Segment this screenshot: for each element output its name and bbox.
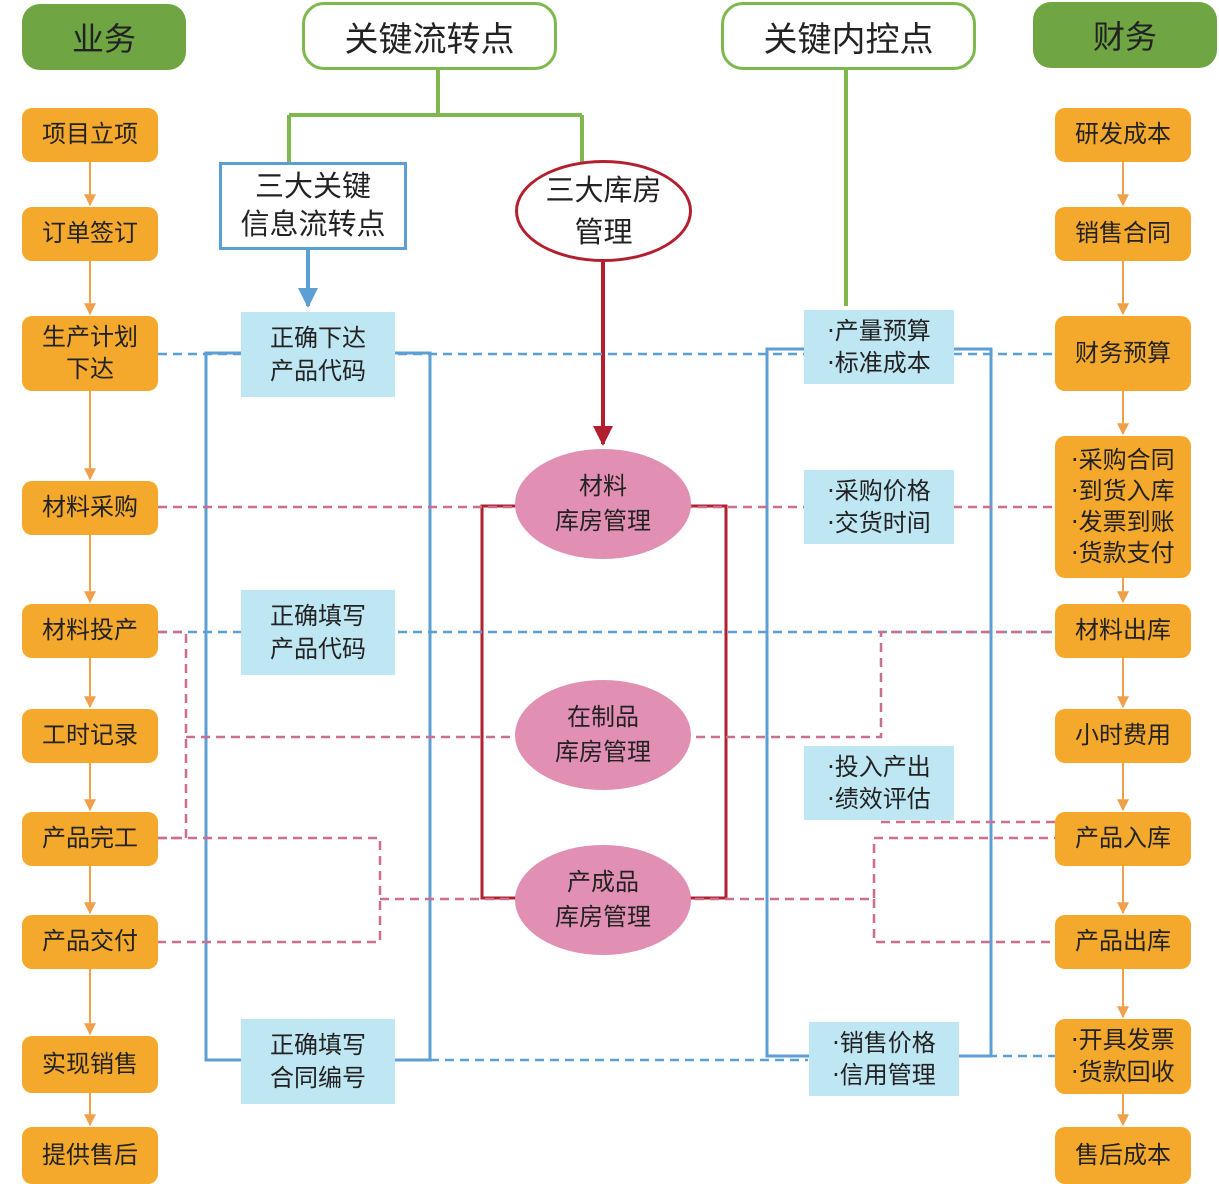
control-point-2-text: ·采购价格: [827, 476, 931, 505]
finance-step-2-text: 销售合同: [1075, 219, 1171, 248]
finance-step-5-text: 材料出库: [1075, 616, 1171, 645]
header-key-flow-text: 关键流转点: [344, 19, 515, 60]
finance-step-8-text: 产品出库: [1075, 927, 1171, 956]
warehouse-2-text: 在制品: [567, 703, 639, 732]
blue-frame-right: [765, 347, 993, 1058]
control-point-4: ·销售价格 ·信用管理: [809, 1022, 959, 1096]
finance-step-4: ·采购合同·到货入库 ·发票到账 ·货款支付: [1055, 436, 1191, 578]
control-point-4-text: ·销售价格: [832, 1028, 936, 1057]
control-point-3-text: ·投入产出: [827, 752, 931, 781]
blue-dashed-links: [158, 352, 1055, 1062]
info-point-1-text: 正确下达: [270, 324, 366, 353]
finance-step-3-text: 财务预算: [1075, 338, 1171, 367]
business-step-3-text: 生产计划: [42, 323, 138, 352]
finance-step-6: 小时费用: [1055, 709, 1191, 763]
finance-step-4-text: ·货款支付: [1071, 539, 1175, 568]
header-business-text: 业务: [71, 20, 136, 58]
warehouse-3-text: 产成品: [567, 868, 639, 897]
warehouse-mgmt-ellipse-text: 管理: [574, 215, 633, 249]
finance-step-10-text: 售后成本: [1075, 1140, 1171, 1169]
finance-step-4-text: ·到货入库: [1071, 476, 1175, 505]
warehouse-1-text: 材料: [579, 472, 627, 501]
business-step-4-text: 材料采购: [42, 493, 138, 522]
finance-step-3: 财务预算: [1055, 316, 1191, 391]
control-point-2: ·采购价格 ·交货时间: [804, 470, 954, 544]
business-step-2: 订单签订: [22, 207, 158, 261]
finance-step-5: 材料出库: [1055, 604, 1191, 658]
finance-step-7-text: 产品入库: [1075, 824, 1171, 853]
warehouse-1-text: 库房管理: [555, 507, 651, 535]
header-key-flow: 关键流转点: [302, 2, 557, 70]
finance-step-4-text: ·发票到账: [1071, 508, 1175, 536]
header-key-control-text: 关键内控点: [763, 19, 934, 60]
info-point-2-text: 产品代码: [270, 634, 366, 663]
info-flow-box-text: 信息流转点: [240, 207, 386, 241]
green-connector: [287, 70, 584, 162]
business-step-5-text: 材料投产: [42, 616, 138, 645]
finance-step-10: 售后成本: [1055, 1127, 1191, 1184]
finance-step-9-text: ·开具发票: [1071, 1026, 1175, 1055]
control-point-4-text: ·信用管理: [832, 1061, 936, 1089]
control-point-3: ·投入产出 ·绩效评估: [804, 746, 954, 820]
business-step-9: 实现销售: [22, 1036, 158, 1093]
info-point-2: 正确填写产品代码: [241, 590, 395, 675]
finance-step-8: 产品出库: [1055, 915, 1191, 969]
control-point-3-text: ·绩效评估: [827, 785, 931, 813]
warehouse-3-text: 库房管理: [555, 903, 651, 931]
business-step-1-text: 项目立项: [42, 120, 138, 149]
header-finance-text: 财务: [1092, 18, 1157, 56]
info-point-1: 正确下达产品代码: [241, 312, 395, 397]
finance-step-7: 产品入库: [1055, 812, 1191, 866]
business-step-8: 产品交付: [22, 915, 158, 969]
info-point-1-text: 产品代码: [270, 356, 366, 385]
business-step-8-text: 产品交付: [42, 927, 138, 956]
business-step-4: 材料采购: [22, 481, 158, 535]
control-point-1-text: ·标准成本: [827, 349, 931, 377]
business-step-3: 生产计划下达: [22, 316, 158, 391]
info-flow-box: 三大关键信息流转点: [219, 162, 407, 250]
warehouse-mgmt-ellipse: 三大库房管理: [515, 160, 692, 262]
business-step-7-text: 产品完工: [42, 824, 138, 853]
warehouse-2-text: 库房管理: [555, 738, 651, 766]
business-step-6-text: 工时记录: [42, 721, 138, 750]
finance-step-1: 研发成本: [1055, 108, 1191, 162]
blue-frame-left: [204, 351, 432, 1062]
header-key-control: 关键内控点: [721, 2, 976, 70]
warehouse-2: 在制品库房管理: [515, 680, 691, 790]
business-step-5: 材料投产: [22, 604, 158, 658]
business-step-7: 产品完工: [22, 812, 158, 866]
finance-step-4-text: ·采购合同: [1071, 445, 1175, 474]
info-point-3-text: 正确填写: [270, 1031, 366, 1060]
header-finance: 财务: [1033, 2, 1217, 68]
finance-step-9-text: ·货款回收: [1071, 1057, 1175, 1086]
finance-step-2: 销售合同: [1055, 207, 1191, 261]
warehouse-1: 材料库房管理: [515, 449, 691, 559]
finance-step-1-text: 研发成本: [1075, 120, 1171, 149]
control-point-1-text: ·产量预算: [827, 316, 931, 345]
finance-step-6-text: 小时费用: [1075, 721, 1171, 750]
warehouse-3: 产成品库房管理: [515, 845, 691, 955]
business-step-1: 项目立项: [22, 108, 158, 162]
control-point-1: ·产量预算 ·标准成本: [804, 310, 954, 384]
control-point-2-text: ·交货时间: [827, 509, 931, 537]
business-step-3-text: 下达: [66, 354, 114, 383]
info-point-2-text: 正确填写: [270, 602, 366, 631]
business-step-9-text: 实现销售: [42, 1049, 138, 1078]
business-step-10-text: 提供售后: [42, 1140, 138, 1169]
warehouse-mgmt-ellipse-text: 三大库房: [545, 172, 662, 207]
business-step-10: 提供售后: [22, 1127, 158, 1184]
info-point-3: 正确填写合同编号: [241, 1019, 395, 1104]
business-step-6: 工时记录: [22, 709, 158, 763]
finance-step-9: ·开具发票·货款回收: [1055, 1019, 1191, 1094]
info-point-3-text: 合同编号: [270, 1063, 366, 1092]
info-flow-box-text: 三大关键: [254, 169, 371, 204]
header-business: 业务: [22, 4, 186, 70]
business-step-2-text: 订单签订: [42, 219, 138, 248]
